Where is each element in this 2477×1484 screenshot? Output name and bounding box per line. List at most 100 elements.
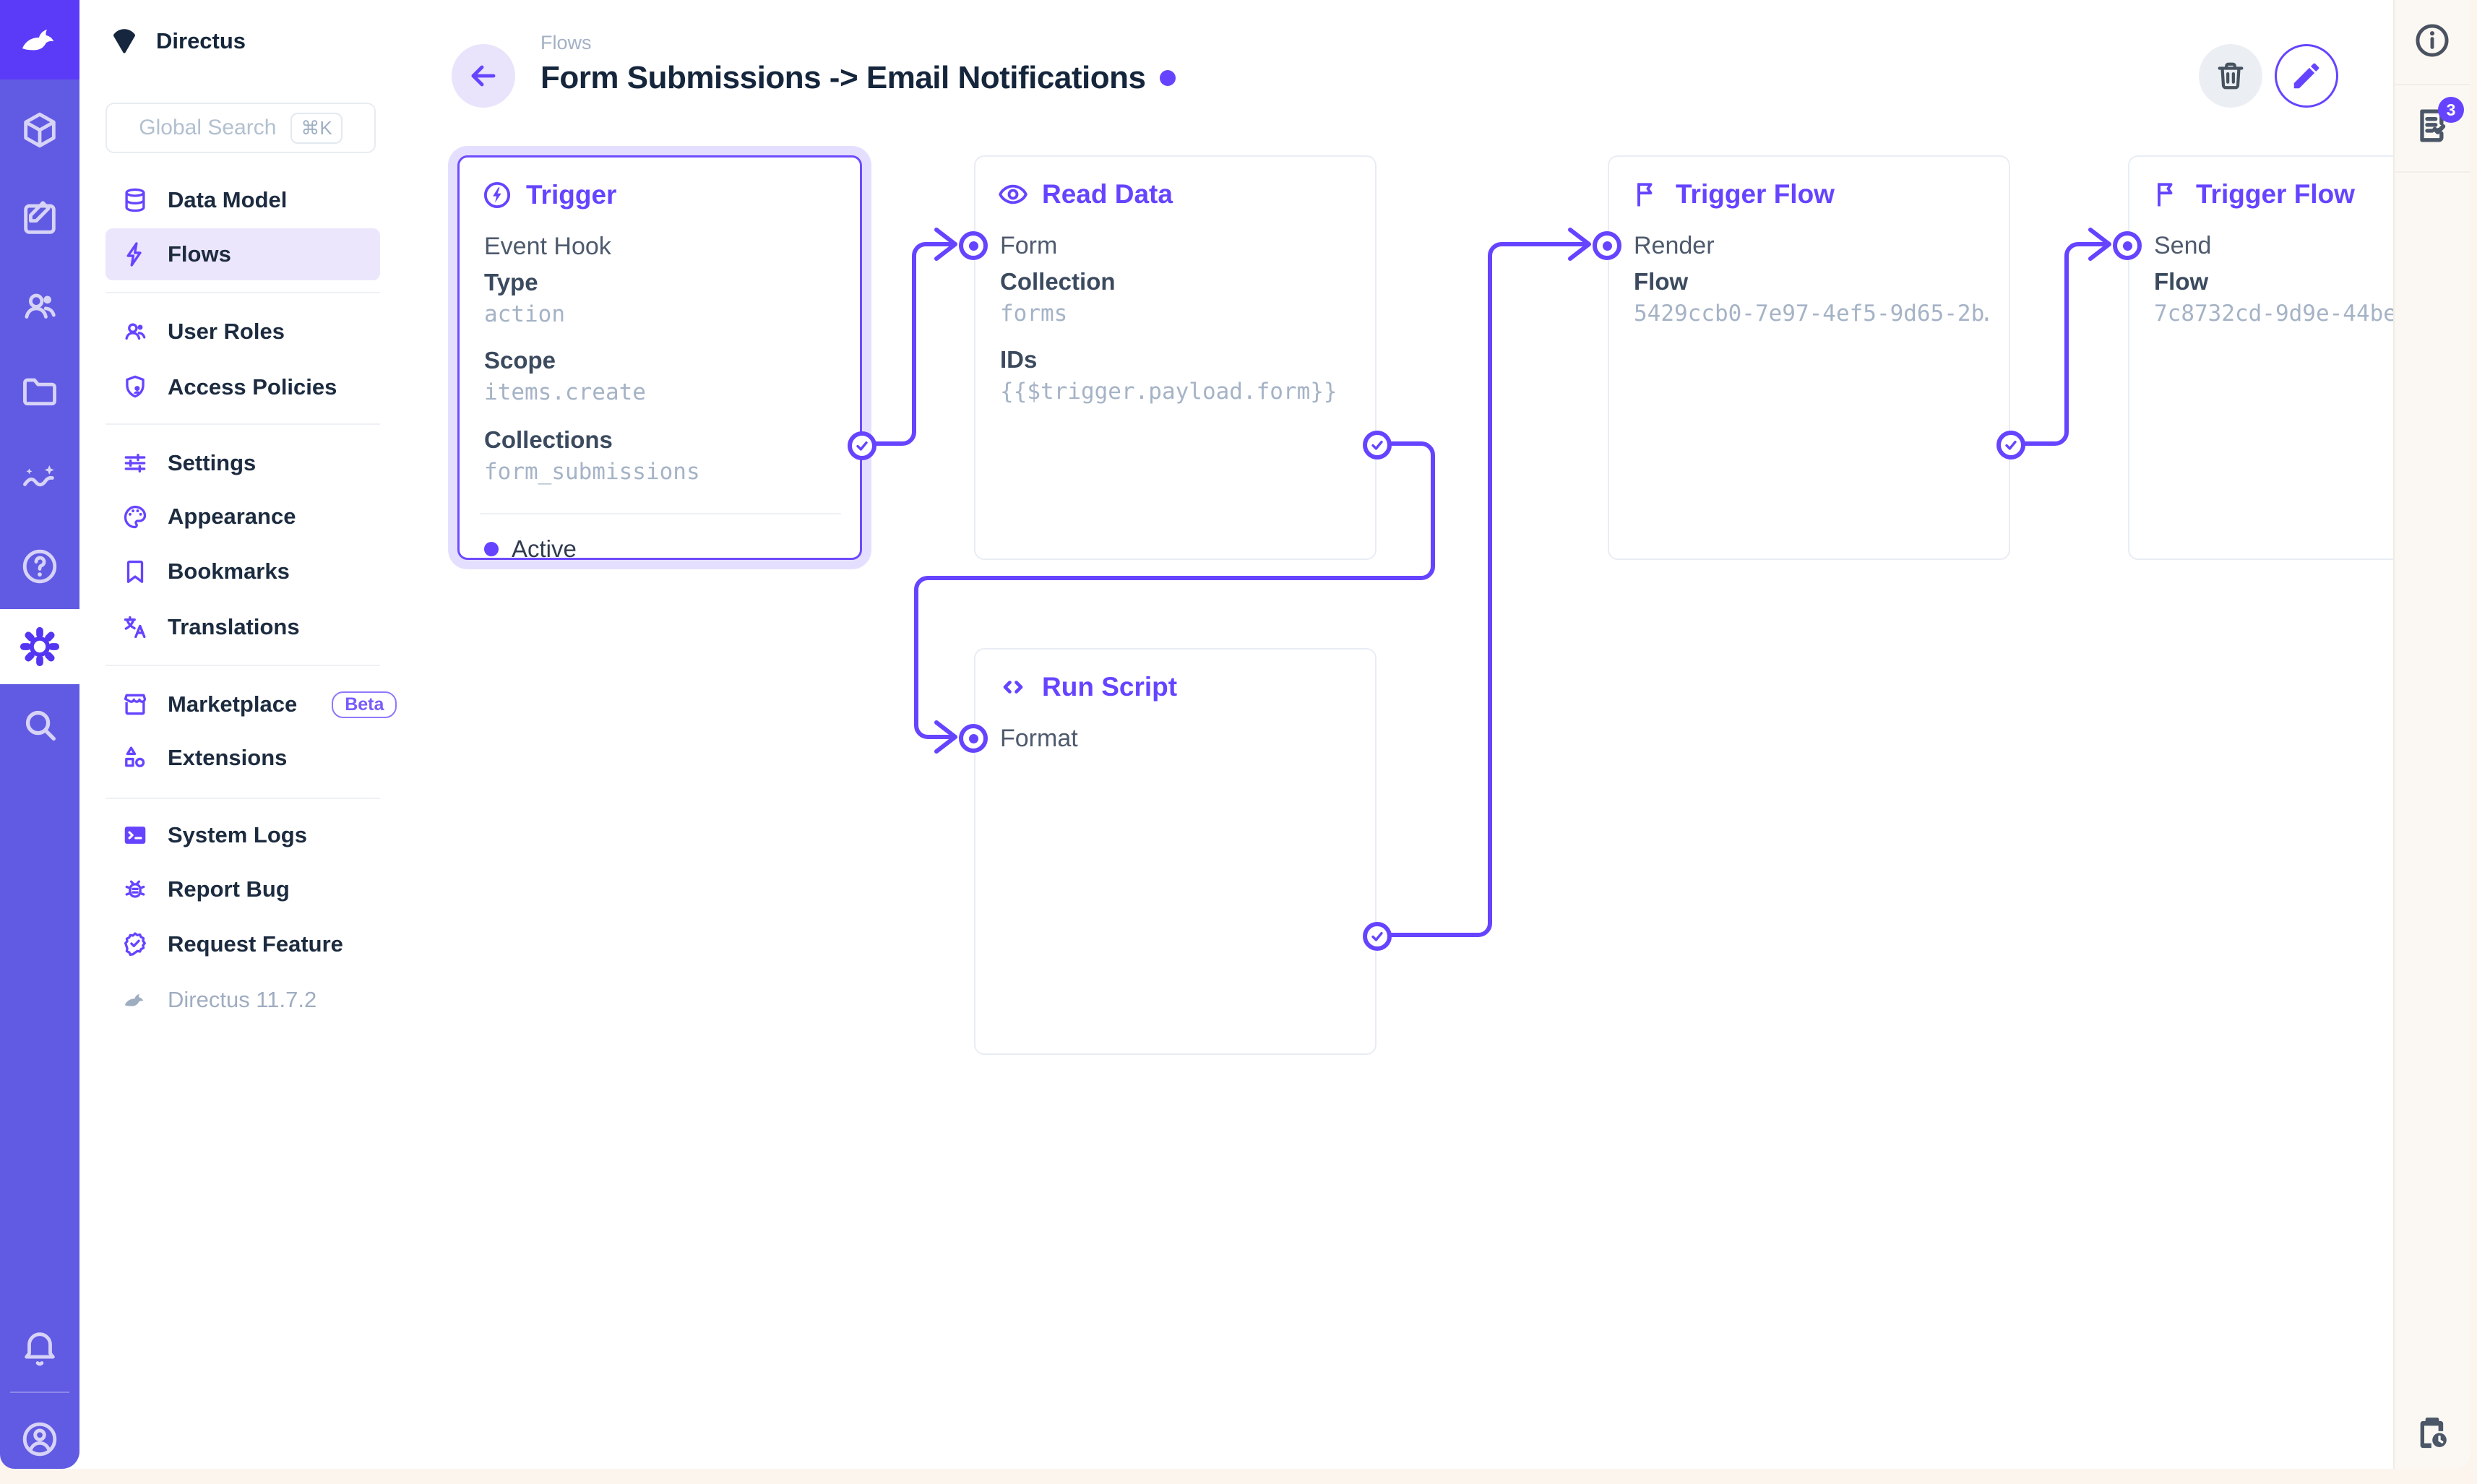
search-icon: [25, 710, 56, 741]
module-users[interactable]: [0, 285, 79, 327]
sidebar-item-extensions[interactable]: Extensions: [105, 732, 380, 784]
box-icon: [24, 112, 56, 148]
check-icon: [1371, 440, 1383, 450]
node-run-script[interactable]: Run Script Format: [959, 648, 1392, 1055]
sidebar-item-label: System Logs: [168, 822, 307, 847]
module-files[interactable]: [0, 371, 79, 413]
terminal-icon: [124, 827, 146, 844]
field-value: action: [484, 301, 565, 327]
wire-runscript-render: [1372, 242, 1585, 937]
module-help[interactable]: [0, 545, 79, 587]
page-title: Form Submissions -> Email Notifications: [540, 60, 1146, 95]
output-port-read-data[interactable]: [1363, 431, 1392, 460]
node-title-label: Trigger Flow: [2196, 179, 2355, 209]
beta-badge: Beta: [332, 691, 397, 718]
storefront-icon: [124, 694, 147, 715]
sidebar-item-system-logs[interactable]: System Logs: [105, 809, 380, 861]
node-title-label: Run Script: [1042, 672, 1178, 702]
logs-panel-button[interactable]: 3: [2395, 97, 2470, 146]
sidebar-item-marketplace[interactable]: Marketplace Beta: [105, 678, 397, 730]
output-port-run-script[interactable]: [1363, 922, 1392, 951]
sidebar-item-request-feature[interactable]: Request Feature: [105, 918, 380, 970]
info-button[interactable]: [2395, 20, 2470, 61]
sidebar-item-report-bug[interactable]: Report Bug: [105, 863, 380, 915]
sidebar-item-user-roles[interactable]: User Roles: [105, 306, 380, 358]
node-subtitle: Event Hook: [484, 233, 611, 260]
flow-canvas[interactable]: Flows Form Submissions -> Email Notifica…: [387, 0, 2470, 1469]
field-label: Collection: [1000, 268, 1116, 295]
wire-readdata-runscript: [914, 441, 1435, 739]
flow-connections: [858, 228, 2111, 937]
project-logo-icon: [113, 29, 136, 53]
sidebar-item-label: Flows: [168, 241, 231, 267]
node-trigger-flow-render[interactable]: Trigger Flow Render Flow 5429ccb0-7e97-4…: [1593, 155, 2025, 560]
divider: [105, 665, 380, 666]
module-search[interactable]: [0, 704, 79, 746]
node-name: Format: [1000, 725, 1078, 752]
module-settings-active[interactable]: [0, 626, 79, 668]
eye-icon: [999, 184, 1028, 204]
wire-render-send: [2006, 242, 2106, 446]
divider: [480, 513, 841, 514]
sidebar-item-data-model[interactable]: Data Model: [105, 174, 380, 226]
pending-revisions-button[interactable]: [2395, 1412, 2470, 1452]
edit-square-icon: [24, 201, 56, 234]
check-icon: [2005, 440, 2017, 450]
sidebar-item-bookmarks[interactable]: Bookmarks: [105, 545, 380, 598]
breadcrumb[interactable]: Flows: [540, 32, 592, 53]
bell-icon: [25, 1332, 55, 1366]
app-version: Directus 11.7.2: [105, 974, 380, 1026]
divider: [105, 798, 380, 799]
bug-icon: [125, 880, 145, 898]
input-port-send[interactable]: [2113, 231, 2142, 260]
sidebar-item-label: Report Bug: [168, 876, 290, 902]
field-label: Scope: [484, 347, 556, 374]
users-icon: [25, 293, 56, 319]
sidebar-item-appearance[interactable]: Appearance: [105, 491, 380, 543]
field-label: Flow: [2154, 268, 2209, 295]
rabbit-icon: [124, 993, 144, 1006]
sidebar-item-flows[interactable]: Flows: [105, 228, 380, 280]
node-title-label: Trigger: [526, 180, 617, 210]
info-icon: [2416, 24, 2449, 57]
project-header[interactable]: Directus: [108, 22, 246, 61]
back-button[interactable]: [452, 44, 515, 108]
input-port-run-script[interactable]: [959, 724, 988, 753]
module-active-indicator: [0, 609, 79, 684]
module-insights[interactable]: [0, 457, 79, 499]
sidebar-item-label: Appearance: [168, 504, 296, 529]
edit-flow-button[interactable]: [2275, 44, 2338, 108]
notifications-button[interactable]: [0, 1327, 79, 1369]
module-editor[interactable]: [0, 197, 79, 239]
output-port-render[interactable]: [1996, 431, 2025, 460]
check-icon: [1371, 931, 1383, 941]
sidebar-item-settings[interactable]: Settings: [105, 437, 380, 489]
gear-icon: [20, 626, 60, 667]
version-label: Directus 11.7.2: [168, 987, 317, 1012]
field-value: {{$trigger.payload.form}}: [1000, 379, 1337, 405]
seal-check-icon: [124, 932, 146, 957]
sidebar-item-translations[interactable]: Translations: [105, 601, 380, 653]
node-name: Send: [2154, 232, 2212, 259]
search-placeholder: Global Search: [139, 116, 277, 139]
input-port-read-data[interactable]: [959, 231, 988, 260]
pencil-icon: [2293, 63, 2319, 89]
sidebar-item-label: Access Policies: [168, 374, 337, 400]
folder-icon: [23, 378, 56, 406]
input-port-render[interactable]: [1593, 231, 1621, 260]
output-port-trigger[interactable]: [848, 431, 876, 460]
field-label: Flow: [1634, 268, 1689, 295]
field-label: IDs: [1000, 346, 1038, 373]
node-trigger[interactable]: Trigger Event Hook Type action Scope ite…: [457, 155, 876, 562]
bolt-circle-icon: [483, 181, 511, 209]
sidebar-item-access-policies[interactable]: Access Policies: [105, 361, 380, 413]
user-avatar-button[interactable]: [0, 1418, 79, 1460]
module-content[interactable]: [0, 109, 79, 151]
status-label: Active: [512, 535, 577, 562]
delete-flow-button[interactable]: [2199, 44, 2262, 108]
node-read-data[interactable]: Read Data Form Collection forms IDs {{$t…: [959, 155, 1392, 560]
directus-logo[interactable]: [0, 0, 79, 79]
global-search-input[interactable]: Global Search ⌘K: [105, 103, 376, 153]
trash-icon: [2218, 62, 2244, 90]
code-icon: [1003, 681, 1023, 694]
